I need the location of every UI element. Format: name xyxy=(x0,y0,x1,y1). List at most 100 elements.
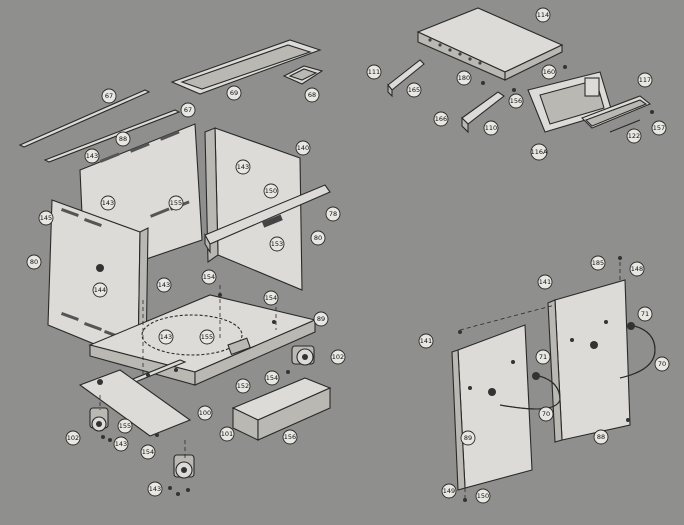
callout-label: 157 xyxy=(653,124,665,132)
callout-label: 70 xyxy=(542,410,550,418)
callout-bubble xyxy=(295,140,311,156)
callout-bubble xyxy=(637,306,653,322)
callout-c-88: 88 xyxy=(115,131,131,147)
callout-bubble xyxy=(483,120,499,136)
callout-c-143c: 143 xyxy=(235,159,251,175)
callout-label: 143 xyxy=(115,440,127,448)
callout-bubble xyxy=(101,88,117,104)
top-rails xyxy=(18,89,181,163)
callout-c-143a: 143 xyxy=(84,148,100,164)
callout-c-71a: 71 xyxy=(637,306,653,322)
bracket-110 xyxy=(461,91,505,134)
callout-bubble xyxy=(535,349,551,365)
callout-bubble xyxy=(147,481,163,497)
callout-label: 69 xyxy=(230,89,238,97)
callout-c-143b: 143 xyxy=(100,195,116,211)
callout-label: 102 xyxy=(67,434,79,442)
callout-bubble xyxy=(117,418,133,434)
callout-c-154a: 154 xyxy=(201,269,217,285)
callout-label: 140 xyxy=(297,144,309,152)
callout-bubble xyxy=(235,378,251,394)
callout-bubble xyxy=(508,93,524,109)
callout-label: 110 xyxy=(485,124,497,132)
callout-bubble xyxy=(441,483,457,499)
callout-bubble xyxy=(115,131,131,147)
callout-c-143g: 143 xyxy=(147,481,163,497)
bracket-152 xyxy=(227,337,251,356)
callout-bubble xyxy=(537,274,553,290)
callout-c-154c: 154 xyxy=(264,370,280,386)
callout-bubble xyxy=(199,329,215,345)
callout-label: 143 xyxy=(158,281,170,289)
callout-label: 141 xyxy=(420,337,432,345)
callout-bubble xyxy=(197,405,213,421)
callout-bubble xyxy=(65,430,81,446)
callout-bubble xyxy=(158,329,174,345)
callout-bubble xyxy=(590,255,606,271)
callout-bubble xyxy=(156,277,172,293)
callout-label: 154 xyxy=(142,448,154,456)
callout-c-110: 110 xyxy=(483,120,499,136)
callout-c-155b: 155 xyxy=(199,329,215,345)
caster-front-left xyxy=(89,407,109,432)
callout-bubble xyxy=(263,183,279,199)
callout-label: 144 xyxy=(94,286,106,294)
callout-c-165: 165 xyxy=(406,82,422,98)
callout-bubble xyxy=(226,85,242,101)
callout-c-102b: 102 xyxy=(65,430,81,446)
callout-c-152: 152 xyxy=(235,378,251,394)
callout-c-67b: 67 xyxy=(180,102,196,118)
callout-label: 71 xyxy=(539,353,547,361)
callout-bubble xyxy=(654,356,670,372)
callout-c-111: 111 xyxy=(366,64,382,80)
callout-label: 67 xyxy=(184,106,192,114)
callout-c-114: 114 xyxy=(535,7,551,23)
callout-label: 67 xyxy=(105,92,113,100)
callout-bubble xyxy=(366,64,382,80)
callout-bubble xyxy=(313,311,329,327)
callout-c-153: 153 xyxy=(269,236,285,252)
callout-label: 68 xyxy=(308,91,316,99)
callout-bubble xyxy=(269,236,285,252)
callout-c-148: 148 xyxy=(629,261,645,277)
callout-label: 150 xyxy=(477,492,489,500)
storage-tray xyxy=(231,377,332,441)
callout-label: 89 xyxy=(464,434,472,442)
callout-c-80a: 80 xyxy=(26,254,42,270)
callout-bubble xyxy=(84,148,100,164)
callout-label: 117 xyxy=(639,76,651,84)
callout-c-80b: 80 xyxy=(310,230,326,246)
door-89 xyxy=(451,324,561,491)
callout-label: 152 xyxy=(237,382,249,390)
callout-label: 88 xyxy=(597,433,605,441)
callout-c-143d: 143 xyxy=(156,277,172,293)
callout-bubble xyxy=(418,333,434,349)
callout-c-154d: 154 xyxy=(140,444,156,460)
callout-c-160: 160 xyxy=(541,64,557,80)
door-88 xyxy=(547,279,656,443)
callout-c-149: 149 xyxy=(441,483,457,499)
screws-left xyxy=(96,264,290,496)
callout-bubble xyxy=(535,7,551,23)
callout-c-102a: 102 xyxy=(330,349,346,365)
callout-label: 155 xyxy=(201,333,213,341)
callout-bubble xyxy=(325,206,341,222)
callout-label: 70 xyxy=(658,360,666,368)
screws-top-right xyxy=(481,65,654,114)
callout-label: 143 xyxy=(237,163,249,171)
callout-bubble xyxy=(100,195,116,211)
callout-c-156b: 156 xyxy=(508,93,524,109)
callout-label: 102 xyxy=(332,353,344,361)
callout-bubble xyxy=(475,488,491,504)
callout-label: 149 xyxy=(443,487,455,495)
callout-label: 165 xyxy=(408,86,420,94)
callout-label: 78 xyxy=(329,210,337,218)
callout-c-122: 122 xyxy=(626,128,642,144)
callout-c-154b: 154 xyxy=(263,290,279,306)
callout-bubble xyxy=(235,159,251,175)
callout-label: 143 xyxy=(160,333,172,341)
callout-c-166: 166 xyxy=(433,111,449,127)
callout-label: 100 xyxy=(199,409,211,417)
